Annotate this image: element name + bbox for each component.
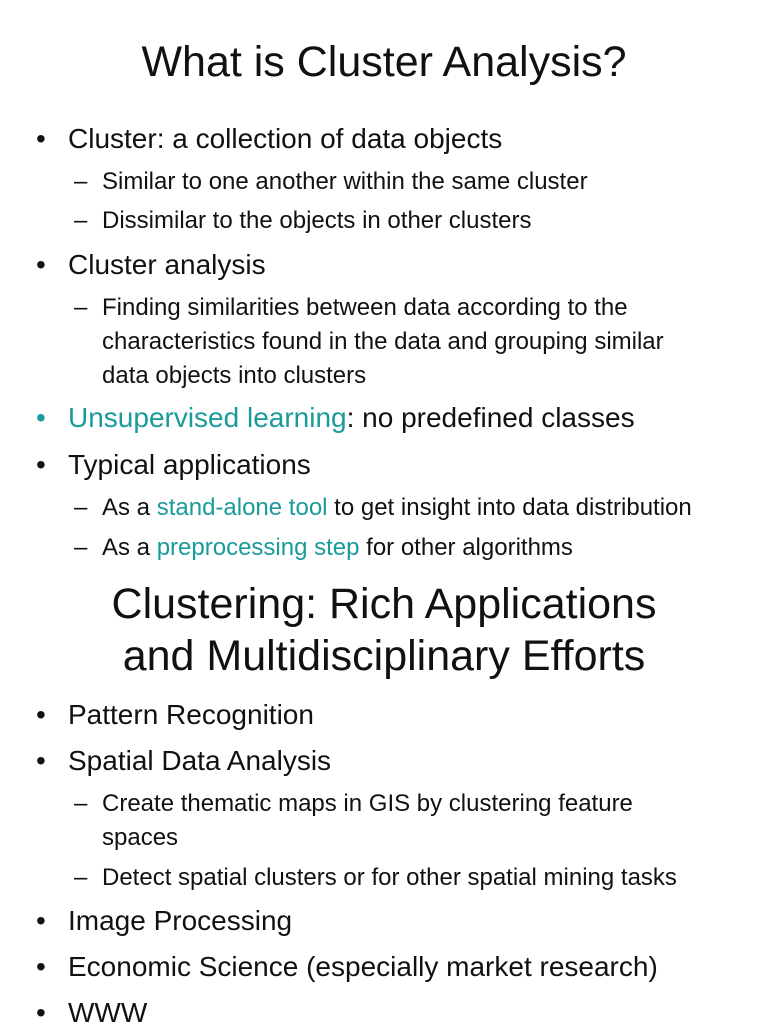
- sub-list-item-text: Dissimilar to the objects in other clust…: [102, 207, 532, 234]
- dash-marker: –: [74, 294, 88, 321]
- bullet-marker: •: [36, 123, 46, 154]
- list-item: • Economic Science (especially market res…: [36, 950, 658, 984]
- list-item-text: : no predefined classes: [346, 402, 635, 433]
- list-item-text: Spatial Data Analysis: [68, 745, 332, 776]
- dash-marker: –: [74, 168, 88, 195]
- list-item-text: Cluster: a collection of data objects: [68, 123, 503, 154]
- bullet-marker: •: [36, 449, 46, 480]
- sub-list-item-text: Create thematic maps in GIS by clusterin…: [102, 790, 633, 817]
- sub-list-item-text: for other algorithms: [359, 534, 573, 561]
- slide2-title-line1: Clustering: Rich Applications: [111, 580, 657, 628]
- sub-list-item-continuation: data objects into clusters: [102, 362, 367, 389]
- list-item-text: WWW: [68, 997, 148, 1028]
- sub-list-item-text: Detect spatial clusters or for other spa…: [102, 864, 677, 891]
- bullet-marker: •: [36, 402, 46, 433]
- list-item-text: Pattern Recognition: [68, 699, 314, 730]
- sub-list-item: –Create thematic maps in GIS by clusteri…: [74, 787, 633, 821]
- bullet-marker: •: [36, 951, 46, 982]
- list-item: • Cluster: a collection of data objects: [36, 122, 502, 156]
- slide2-title-line2: and Multidisciplinary Efforts: [122, 632, 646, 680]
- sub-list-item: –Dissimilar to the objects in other clus…: [74, 204, 532, 238]
- dash-marker: –: [74, 207, 88, 234]
- list-item-text: Economic Science (especially market rese…: [68, 951, 658, 982]
- slide1-title: What is Cluster Analysis?: [141, 38, 627, 86]
- list-item: • Typical applications: [36, 448, 311, 482]
- highlighted-term: preprocessing step: [156, 534, 360, 561]
- list-item-text: Cluster analysis: [68, 249, 266, 280]
- sub-list-item-text: Similar to one another within the same c…: [102, 168, 588, 195]
- list-item: • Spatial Data Analysis: [36, 744, 331, 778]
- sub-list-item: –Similar to one another within the same …: [74, 165, 588, 199]
- sub-list-item: –Finding similarities between data accor…: [74, 291, 628, 325]
- dash-marker: –: [74, 864, 88, 891]
- sub-list-item-text: to get insight into data distribution: [327, 494, 692, 521]
- list-item-text: Typical applications: [68, 449, 311, 480]
- list-item: • Unsupervised learning: no predefined cl…: [36, 401, 635, 435]
- highlighted-term: stand-alone tool: [156, 494, 328, 521]
- list-item: • Pattern Recognition: [36, 698, 314, 732]
- list-item-text: Image Processing: [68, 905, 293, 936]
- dash-marker: –: [74, 790, 88, 817]
- bullet-marker: •: [36, 905, 46, 936]
- list-item: • Cluster analysis: [36, 248, 266, 282]
- dash-marker: –: [74, 534, 88, 561]
- bullet-marker: •: [36, 699, 46, 730]
- sub-list-item-text: As a: [102, 534, 157, 561]
- sub-list-item: –Detect spatial clusters or for other sp…: [74, 861, 677, 895]
- highlighted-term: Unsupervised learning: [68, 402, 347, 433]
- sub-list-item: –As a preprocessing step for other algor…: [74, 531, 573, 565]
- list-item: • Image Processing: [36, 904, 292, 938]
- bullet-marker: •: [36, 745, 46, 776]
- bullet-marker: •: [36, 249, 46, 280]
- sub-list-item-text: As a: [102, 494, 157, 521]
- dash-marker: –: [74, 494, 88, 521]
- list-item: • WWW: [36, 996, 147, 1030]
- sub-list-item-text: Finding similarities between data accord…: [102, 294, 628, 321]
- bullet-marker: •: [36, 997, 46, 1028]
- sub-list-item-continuation: characteristics found in the data and gr…: [102, 328, 664, 355]
- sub-list-item-continuation: spaces: [102, 824, 179, 851]
- sub-list-item: –As a stand-alone tool to get insight in…: [74, 491, 692, 525]
